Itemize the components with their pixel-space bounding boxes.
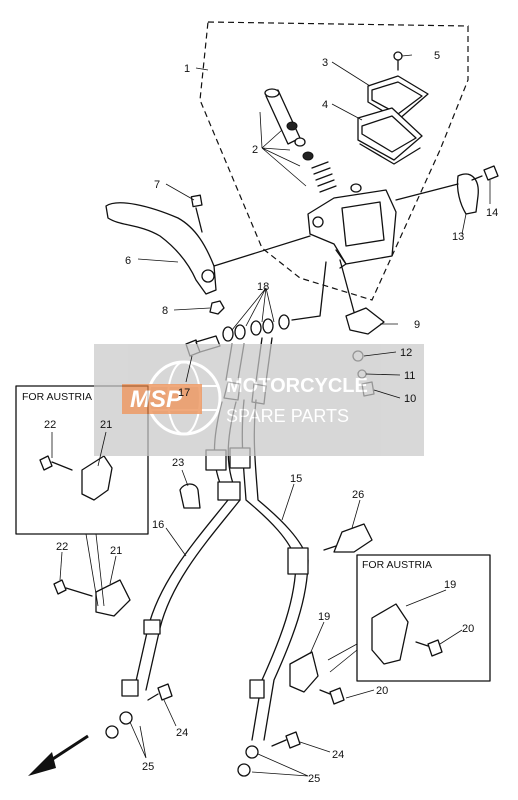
bolt-24-left <box>147 683 173 701</box>
bolt-24-right <box>271 731 301 749</box>
callout-17: 17 <box>178 387 190 399</box>
callout-23: 23 <box>172 457 184 469</box>
callout-18: 18 <box>257 281 269 293</box>
diaphragm-4 <box>357 107 423 165</box>
callout-25-left: 25 <box>142 761 154 773</box>
callout-26: 26 <box>352 489 364 501</box>
callout-25-right: 25 <box>308 773 320 785</box>
callout-11: 11 <box>404 370 415 382</box>
callout-3: 3 <box>322 57 328 69</box>
pivot-bolt-7 <box>190 194 203 233</box>
inset-left: FOR AUSTRIA <box>15 385 149 535</box>
callout-16: 16 <box>152 519 164 531</box>
clamp-13 <box>395 173 479 215</box>
inset-right: FOR AUSTRIA <box>327 554 491 682</box>
piston-kit-2 <box>259 88 337 193</box>
master-cylinder-body <box>307 183 397 269</box>
callout-19: 19 <box>318 611 330 623</box>
callout-leaders <box>51 54 491 777</box>
callout-19-inset: 19 <box>444 579 456 591</box>
screw-5 <box>393 51 403 71</box>
callout-6: 6 <box>125 255 131 267</box>
watermark-logo-badge <box>122 384 202 414</box>
hose-15-fittings <box>205 447 309 777</box>
watermark: MSP MOTORCYCLE SPARE PARTS <box>94 344 424 456</box>
inset-left-title: FOR AUSTRIA <box>22 391 92 403</box>
callout-20-inset: 20 <box>462 623 474 635</box>
callout-1: 1 <box>184 63 190 75</box>
callout-14: 14 <box>486 207 498 219</box>
callout-24-right: 24 <box>332 749 344 761</box>
watermark-line1: MOTORCYCLE <box>226 375 368 397</box>
hose-holder-21-lower <box>53 533 131 617</box>
callout-7: 7 <box>154 179 160 191</box>
watermark-line2: SPARE PARTS <box>226 406 349 426</box>
kit-outline-dashed <box>199 21 469 301</box>
hose-16-lower-fittings <box>105 619 161 739</box>
direction-arrow <box>28 734 89 776</box>
callout-24-left: 24 <box>176 727 188 739</box>
reservoir-cap-3 <box>367 75 429 121</box>
bolt-14 <box>471 165 499 181</box>
brake-lever-6 <box>105 202 311 295</box>
bracket-26 <box>323 523 373 553</box>
nut-8 <box>209 300 225 315</box>
callout-8: 8 <box>162 305 168 317</box>
washers-18 <box>222 261 327 342</box>
callout-21: 21 <box>110 545 122 557</box>
bolt-20 <box>319 687 345 705</box>
callout-22-inset: 22 <box>44 419 56 431</box>
inset-right-title: FOR AUSTRIA <box>362 559 432 571</box>
switch-9 <box>339 259 385 335</box>
hose-holder-19 <box>289 651 319 693</box>
callout-15: 15 <box>290 473 302 485</box>
grommet-23 <box>179 483 201 509</box>
callout-2: 2 <box>252 144 258 156</box>
callout-21-inset: 21 <box>100 419 112 431</box>
callout-12: 12 <box>400 347 412 359</box>
callout-20: 20 <box>376 685 388 697</box>
callout-22: 22 <box>56 541 68 553</box>
watermark-logo: MSP <box>130 386 183 413</box>
callout-5: 5 <box>434 50 440 62</box>
callout-9: 9 <box>414 319 420 331</box>
callout-4: 4 <box>322 99 328 111</box>
callout-10: 10 <box>404 393 416 405</box>
callout-13: 13 <box>452 231 464 243</box>
